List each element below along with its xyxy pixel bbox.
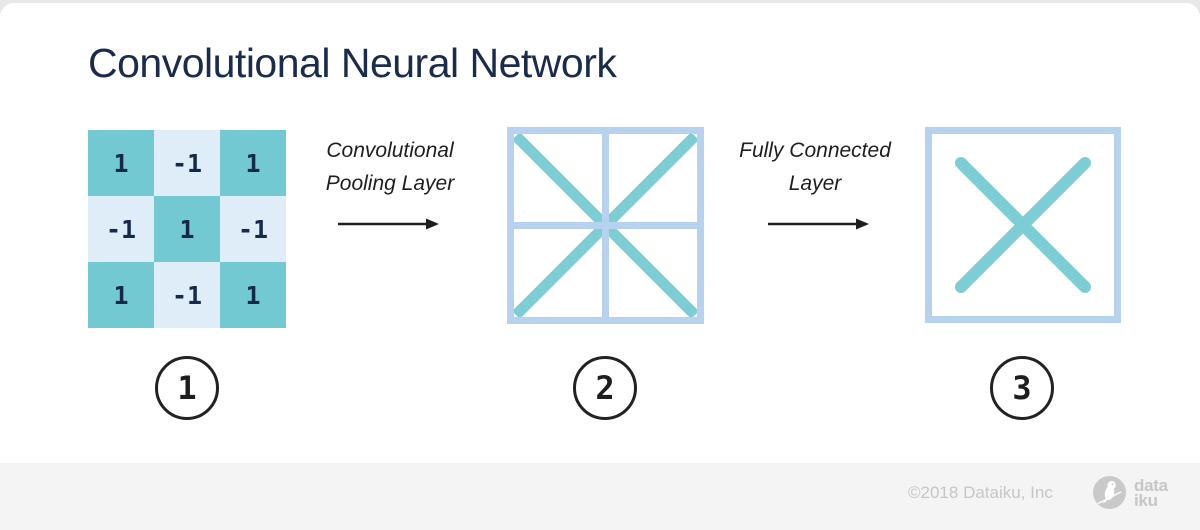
dataiku-wordmark-line1: data [1134, 475, 1168, 495]
matrix-cell: -1 [88, 196, 154, 262]
matrix-cell: -1 [154, 130, 220, 196]
matrix-cell: -1 [154, 262, 220, 328]
matrix-cell: -1 [220, 196, 286, 262]
copyright-text: ©2018 Dataiku, Inc [908, 483, 1053, 502]
matrix-cell: 1 [88, 262, 154, 328]
footer-band [0, 463, 1200, 530]
pooling-layer-label-line2: Pooling Layer [325, 172, 455, 195]
matrix-cell: 1 [154, 196, 220, 262]
pooling-layer-label: Convolutional Pooling Layer [270, 134, 510, 200]
fully-connected-label: Fully Connected Layer [695, 134, 935, 200]
matrix-cell: 1 [88, 130, 154, 196]
step-2-number: 2 [595, 369, 615, 407]
matrix-cell: 1 [220, 130, 286, 196]
right-arrow-icon [768, 218, 869, 230]
fully-connected-label-line2: Layer [788, 172, 842, 195]
output-square [925, 127, 1121, 323]
step-2-badge: 2 [573, 356, 637, 420]
step-1-number: 1 [177, 369, 197, 407]
dataiku-bird-icon [1093, 476, 1126, 509]
pooled-grid [507, 127, 704, 324]
step-3-badge: 3 [990, 356, 1054, 420]
pooling-layer-label-line1: Convolutional [326, 139, 454, 162]
fully-connected-label-line1: Fully Connected [739, 139, 891, 162]
convolution-matrix: 1 -1 1 -1 1 -1 1 -1 1 [88, 130, 286, 328]
step-3-number: 3 [1012, 369, 1032, 407]
right-arrow-icon [338, 218, 439, 230]
matrix-cell: 1 [220, 262, 286, 328]
step-1-badge: 1 [155, 356, 219, 420]
page-title: Convolutional Neural Network [88, 40, 617, 86]
dataiku-logo: data iku [1093, 476, 1168, 509]
dataiku-wordmark: data iku [1134, 475, 1168, 510]
dataiku-wordmark-line2: iku [1134, 490, 1158, 510]
